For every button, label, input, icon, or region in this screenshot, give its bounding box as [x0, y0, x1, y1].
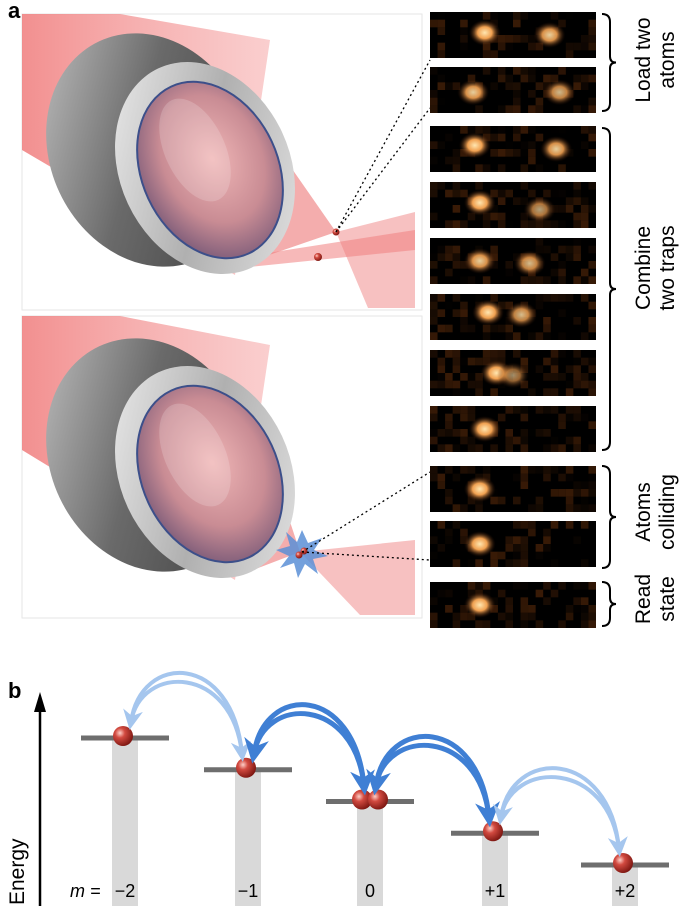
atom-fluorescence-spot: [540, 136, 573, 162]
label-line: Read: [632, 573, 655, 625]
atom-fluorescence-spot: [463, 189, 496, 216]
atom: [483, 821, 503, 842]
atom-fluorescence-spot: [497, 362, 529, 389]
atom-fluorescence-spot: [463, 476, 496, 502]
spin-exchange-arrow: [499, 766, 628, 857]
m-prefix: m =: [70, 881, 101, 902]
atom: [236, 757, 256, 778]
camera-frame: [430, 406, 596, 452]
spin-exchange-arrow: [129, 670, 251, 762]
atom-2: [314, 253, 322, 261]
beam-exit-2: [300, 540, 415, 615]
label-line: state: [656, 576, 679, 622]
camera-frame: [430, 238, 596, 284]
spin-exchange-arrow: [123, 679, 244, 754]
group-braces: [601, 13, 617, 627]
curly-brace: [601, 13, 617, 112]
camera-frame: [430, 182, 596, 228]
camera-frame: [430, 67, 596, 113]
label-combine-two-traps: Combine two traps: [632, 138, 680, 398]
camera-frame: [430, 350, 596, 396]
level-column: [112, 738, 138, 906]
m-prefix-text: m =: [70, 881, 101, 901]
spin-exchange-arrow: [373, 733, 500, 828]
level-column: [482, 833, 508, 906]
curly-brace: [601, 581, 617, 627]
camera-frame: [430, 12, 596, 58]
atom-fluorescence-spot: [463, 592, 496, 618]
m-value-label: −1: [237, 881, 259, 901]
m-value-label: 0: [364, 881, 375, 901]
atom-fluorescence-spot: [468, 19, 501, 46]
label-line: colliding: [656, 474, 679, 550]
energy-axis-arrowhead: [34, 692, 46, 712]
colliding-atom-2: [300, 547, 308, 555]
atom-fluorescence-spot: [523, 196, 556, 223]
atom-fluorescence-spot: [468, 416, 501, 442]
atom: [113, 726, 133, 746]
label-line: Combine: [632, 225, 655, 311]
atom-fluorescence-spot: [457, 79, 490, 106]
atom-fluorescence-spot: [463, 531, 496, 557]
spin-exchange-arrow: [493, 775, 621, 850]
camera-frame: [430, 126, 596, 172]
camera-frame: [430, 582, 596, 628]
bottom-lens-scene: [21, 315, 423, 619]
objective-lens: [136, 80, 284, 260]
objective-lens-2: [136, 384, 284, 564]
atom-fluorescence-spot: [458, 132, 491, 159]
label-load-two-atoms: Load two atoms: [632, 14, 680, 106]
panel-b-letter: b: [8, 678, 22, 703]
spin-exchange-arrow: [244, 711, 367, 786]
atom-fluorescence-spot: [513, 250, 546, 277]
label-line: atoms: [656, 31, 679, 89]
camera-frame: [430, 466, 596, 512]
m-value-label: −2: [114, 881, 136, 901]
label-atoms-colliding: Atoms colliding: [632, 456, 680, 568]
atom: [613, 853, 633, 873]
colliding-atom-1: [295, 551, 303, 559]
atom-fluorescence-spot: [533, 22, 566, 48]
fluorescence-frames: [430, 12, 596, 628]
zoom-lines: [301, 59, 431, 561]
energy-axis-label: Energy: [6, 838, 29, 905]
camera-frame: [430, 521, 596, 567]
spin-exchange-arrow: [251, 702, 375, 796]
spin-exchange-arrow: [366, 742, 492, 818]
camera-frame: [430, 294, 596, 340]
curly-brace: [601, 127, 617, 451]
energy-diagram: [34, 670, 669, 906]
panel-a-letter: a: [8, 0, 21, 23]
curly-brace: [601, 465, 617, 569]
level-column: [235, 769, 261, 906]
m-value-label: +2: [614, 881, 636, 901]
atom-fluorescence-spot: [472, 299, 505, 326]
label-line: Load two: [632, 17, 655, 103]
level-column: [357, 801, 383, 906]
label-line: two traps: [656, 225, 679, 311]
atom-fluorescence-spot: [505, 301, 538, 328]
label-read-state: Read state: [632, 570, 680, 628]
m-value-label: +1: [484, 881, 506, 901]
atom-fluorescence-spot: [463, 248, 496, 274]
top-lens-scene: [21, 13, 423, 311]
atom: [368, 789, 388, 810]
label-line: Atoms: [632, 482, 655, 542]
atom-fluorescence-spot: [543, 79, 576, 106]
